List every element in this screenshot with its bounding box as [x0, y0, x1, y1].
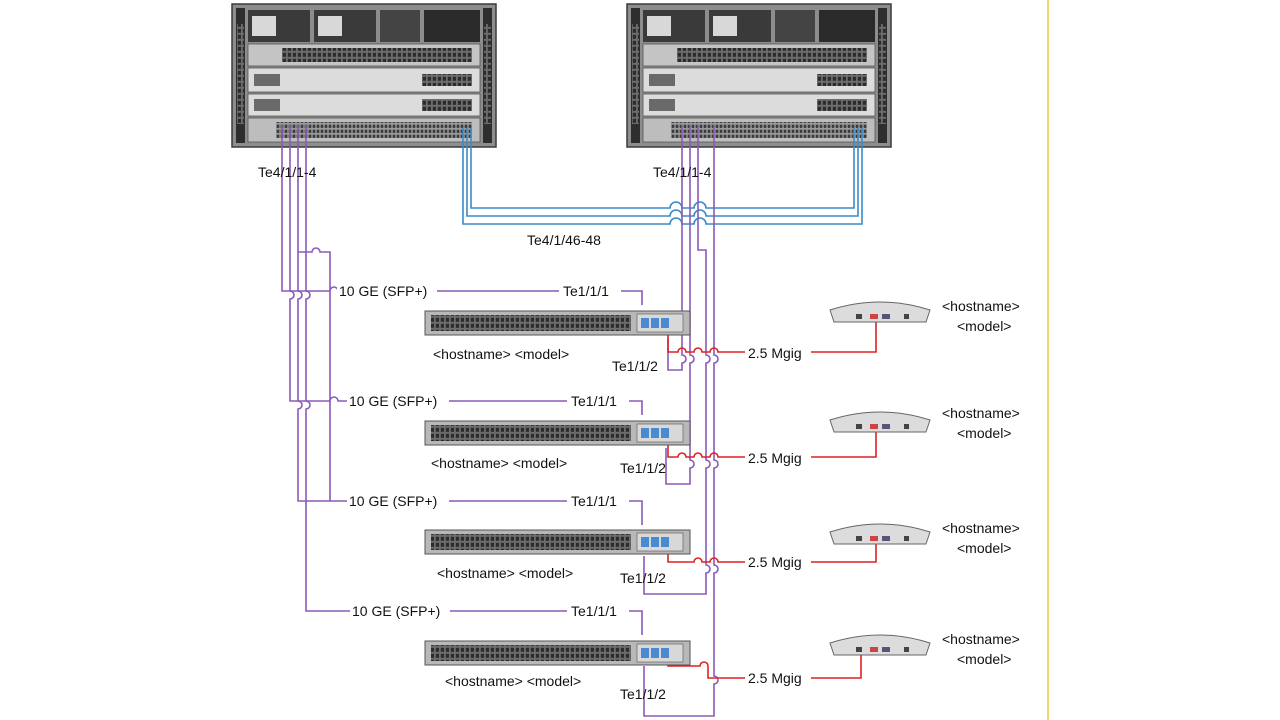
port-2-label: Te1/1/2 — [620, 570, 666, 586]
label-backgrounds — [337, 282, 811, 687]
uplink-label: 10 GE (SFP+) — [339, 283, 427, 299]
mgig-links — [667, 318, 877, 679]
ap-model-label: <model> — [957, 651, 1011, 667]
core-switch-chassis — [231, 3, 497, 148]
mgig-label: 2.5 Mgig — [748, 450, 802, 466]
uplink-label: 10 GE (SFP+) — [349, 393, 437, 409]
switch-name-label: <hostname> <model> — [445, 673, 581, 689]
port-1-label: Te1/1/1 — [571, 603, 617, 619]
access-point — [829, 634, 931, 656]
switch-name-label: <hostname> <model> — [431, 455, 567, 471]
core-switch-chassis — [626, 3, 892, 148]
access-point — [829, 523, 931, 545]
access-switch — [424, 640, 691, 666]
uplink-label: 10 GE (SFP+) — [349, 493, 437, 509]
ap-hostname-label: <hostname> — [942, 405, 1020, 421]
port-1-label: Te1/1/1 — [571, 493, 617, 509]
port-2-label: Te1/1/2 — [620, 460, 666, 476]
mgig-label: 2.5 Mgig — [748, 554, 802, 570]
ap-model-label: <model> — [957, 318, 1011, 334]
core-1-port-label: Te4/1/1-4 — [258, 164, 317, 180]
access-switch — [424, 529, 691, 555]
mgig-label: 2.5 Mgig — [748, 345, 802, 361]
ap-hostname-label: <hostname> — [942, 298, 1020, 314]
switch-name-label: <hostname> <model> — [433, 346, 569, 362]
port-2-label: Te1/1/2 — [620, 686, 666, 702]
access-point — [829, 411, 931, 433]
ap-hostname-label: <hostname> — [942, 520, 1020, 536]
port-1-label: Te1/1/1 — [563, 283, 609, 299]
interconnect-links — [462, 128, 863, 225]
access-switch — [424, 310, 691, 336]
ap-model-label: <model> — [957, 425, 1011, 441]
interconnect-label: Te4/1/46-48 — [527, 232, 601, 248]
port-1-label: Te1/1/1 — [571, 393, 617, 409]
switch-name-label: <hostname> <model> — [437, 565, 573, 581]
ap-hostname-label: <hostname> — [942, 631, 1020, 647]
access-switch — [424, 420, 691, 446]
uplinks-core-2 — [643, 125, 719, 717]
core-2-port-label: Te4/1/1-4 — [653, 164, 712, 180]
uplink-jog — [298, 247, 331, 501]
uplinks-core-1 — [281, 125, 643, 635]
uplink-label: 10 GE (SFP+) — [352, 603, 440, 619]
port-2-label: Te1/1/2 — [612, 358, 658, 374]
access-point — [829, 301, 931, 323]
mgig-label: 2.5 Mgig — [748, 670, 802, 686]
ap-model-label: <model> — [957, 540, 1011, 556]
